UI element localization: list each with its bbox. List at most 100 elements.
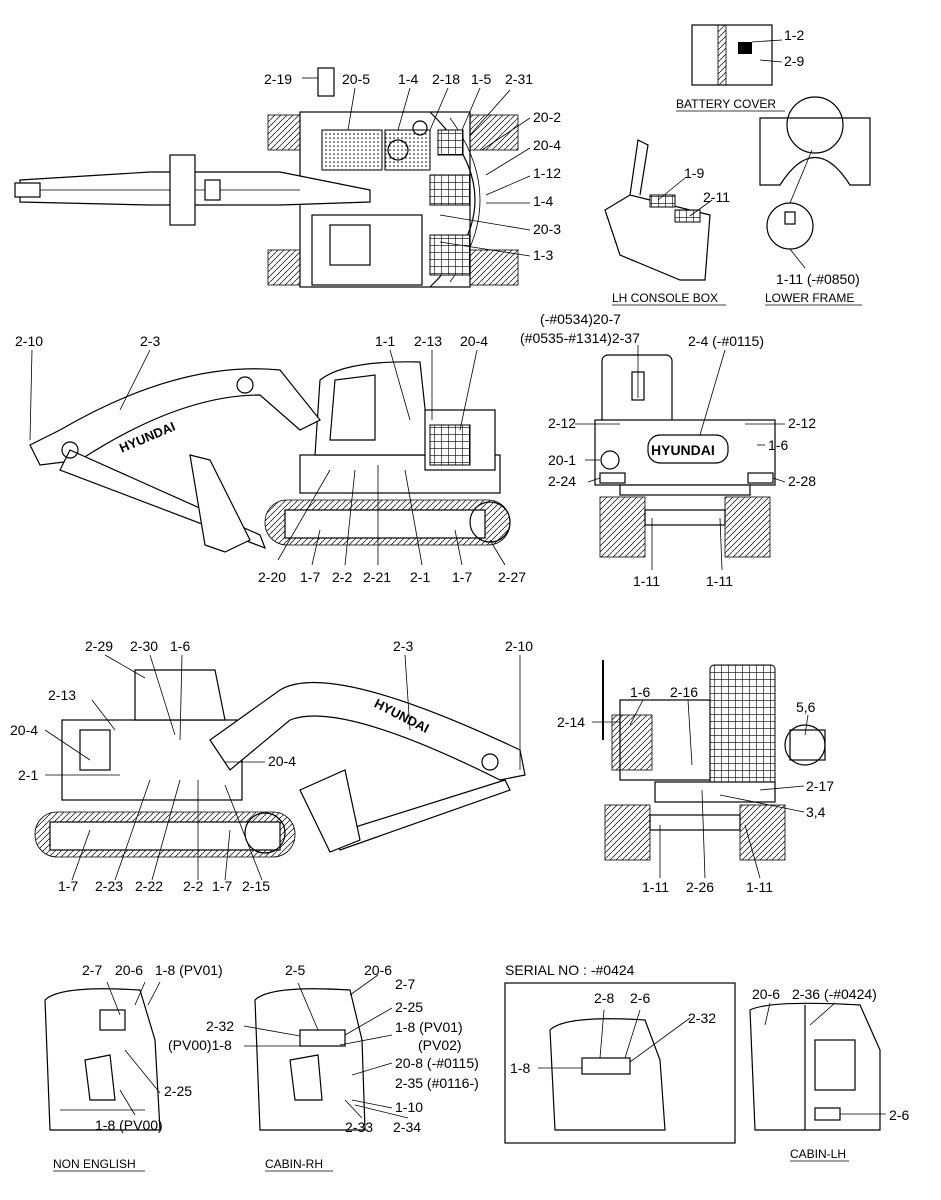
part-label: 2-2: [183, 878, 203, 894]
part-label: 20-2: [533, 109, 561, 125]
part-label: 2-10: [505, 638, 533, 654]
side-right-leaders: [44, 654, 521, 881]
part-label: 1-9: [684, 165, 704, 181]
part-label: 1-4: [533, 193, 553, 209]
part-label: 1-3: [533, 247, 553, 263]
part-label: 20-6: [364, 962, 392, 978]
lh-console-caption: LH CONSOLE BOX: [612, 291, 718, 305]
part-label: 20-6: [752, 986, 780, 1002]
part-label: 2-12: [788, 415, 816, 431]
part-label: 1-2: [784, 27, 804, 43]
part-label: 2-2: [332, 569, 352, 585]
battery-cover: BATTERY COVER: [676, 24, 785, 112]
part-label: 2-13: [48, 687, 76, 703]
part-label: 2-14: [557, 714, 585, 730]
cab-rh: CABIN-RH: [243, 974, 409, 1172]
part-label: 2-3: [393, 638, 413, 654]
part-label: 1-6: [768, 437, 788, 453]
part-label: 2-5: [285, 962, 305, 978]
part-label: 20-3: [533, 221, 561, 237]
part-label: 1-7: [212, 878, 232, 894]
part-label: (#0535-#1314)2-37: [520, 330, 640, 346]
cabin-lh-caption: CABIN-LH: [790, 1147, 846, 1161]
part-label: 2-3: [140, 333, 160, 349]
lower-frame: LOWER FRAME: [759, 96, 871, 306]
part-label: 2-7: [82, 962, 102, 978]
part-label: 2-31: [505, 71, 533, 87]
part-label: 1-5: [471, 71, 491, 87]
part-label: 3,4: [806, 804, 826, 820]
part-label: 2-19: [264, 71, 292, 87]
part-label: 2-25: [395, 999, 423, 1015]
part-label: 2-13: [414, 333, 442, 349]
part-label: 20-5: [342, 71, 370, 87]
part-label: 1-6: [170, 638, 190, 654]
part-label: 2-32: [206, 1018, 234, 1034]
part-label: 20-8 (-#0115): [395, 1055, 479, 1071]
part-label: 2-28: [788, 473, 816, 489]
serial-caption: SERIAL NO : -#0424: [505, 962, 635, 978]
part-label: 2-36 (-#0424): [792, 986, 877, 1002]
part-label: (PV02): [418, 1037, 462, 1053]
part-label: 20-4: [533, 137, 561, 153]
rear-view: HYUNDAI: [594, 354, 776, 558]
top-view: [14, 111, 519, 288]
part-label: 2-21: [363, 569, 391, 585]
front-leaders: [592, 699, 809, 879]
part-label: 1-11: [633, 573, 660, 589]
part-label: 2-1: [410, 569, 430, 585]
part-label: 20-4: [460, 333, 488, 349]
part-label: 20-4: [10, 722, 38, 738]
part-label: 2-26: [686, 879, 714, 895]
part-label: 20-6: [115, 962, 143, 978]
cabin-rh-caption: CABIN-RH: [265, 1157, 323, 1171]
part-label: 2-11: [703, 189, 730, 205]
part-label: 1-11: [706, 573, 733, 589]
part-labels: 2-19 20-5 1-4 2-18 1-5 2-31 20-2 20-4 1-…: [10, 27, 909, 1135]
part-label: 2-8: [594, 990, 614, 1006]
part-label: 2-4 (-#0115): [688, 333, 764, 349]
part-label: 2-23: [95, 878, 123, 894]
top-leaders: [302, 67, 531, 257]
part-label: 1-10: [395, 1099, 423, 1115]
part-label: 1-7: [452, 569, 472, 585]
part-label: 2-17: [806, 778, 834, 794]
part-label: 2-32: [688, 1010, 716, 1026]
part-label: 1-8 (PV01): [395, 1019, 463, 1035]
part-label: 1-8 (PV00): [95, 1117, 163, 1133]
cab-lh: CABIN-LH: [749, 1002, 886, 1162]
part-label: 2-25: [164, 1083, 192, 1099]
side-view-left: HYUNDAI: [29, 361, 511, 553]
part-label: 20-1: [548, 452, 576, 468]
part-label: 1-4: [398, 71, 418, 87]
part-label: 2-33: [345, 1119, 373, 1135]
part-label: 2-24: [548, 473, 576, 489]
part-label: 2-34: [393, 1119, 421, 1135]
part-label: 1-7: [58, 878, 78, 894]
part-label: 2-6: [630, 990, 650, 1006]
lower-frame-caption: LOWER FRAME: [765, 291, 854, 305]
part-label: 1-8: [510, 1060, 530, 1076]
part-label: 1-6: [630, 684, 650, 700]
part-label: 1-1: [375, 333, 395, 349]
part-label: 2-20: [258, 569, 286, 585]
part-label: 2-7: [395, 976, 415, 992]
cab-non-english: NON ENGLISH: [44, 981, 161, 1172]
part-label: 2-1: [18, 767, 38, 783]
front-view: [602, 660, 826, 861]
part-label: 5,6: [796, 699, 816, 715]
side-left-leaders: [29, 349, 506, 566]
part-label: (PV00)1-8: [168, 1037, 232, 1053]
part-label: 2-16: [670, 684, 698, 700]
lh-console-box: LH CONSOLE BOX: [604, 139, 726, 306]
part-label: 20-4: [268, 753, 296, 769]
part-label: 1-11: [746, 879, 773, 895]
part-label: 1-7: [300, 569, 320, 585]
rear-leaders: [575, 345, 786, 571]
cab-serial: SERIAL NO : -#0424: [504, 962, 736, 1144]
non-english-caption: NON ENGLISH: [53, 1157, 136, 1171]
part-label: 2-22: [135, 878, 163, 894]
part-label: 2-29: [85, 638, 113, 654]
hyundai-rear: HYUNDAI: [651, 442, 715, 458]
